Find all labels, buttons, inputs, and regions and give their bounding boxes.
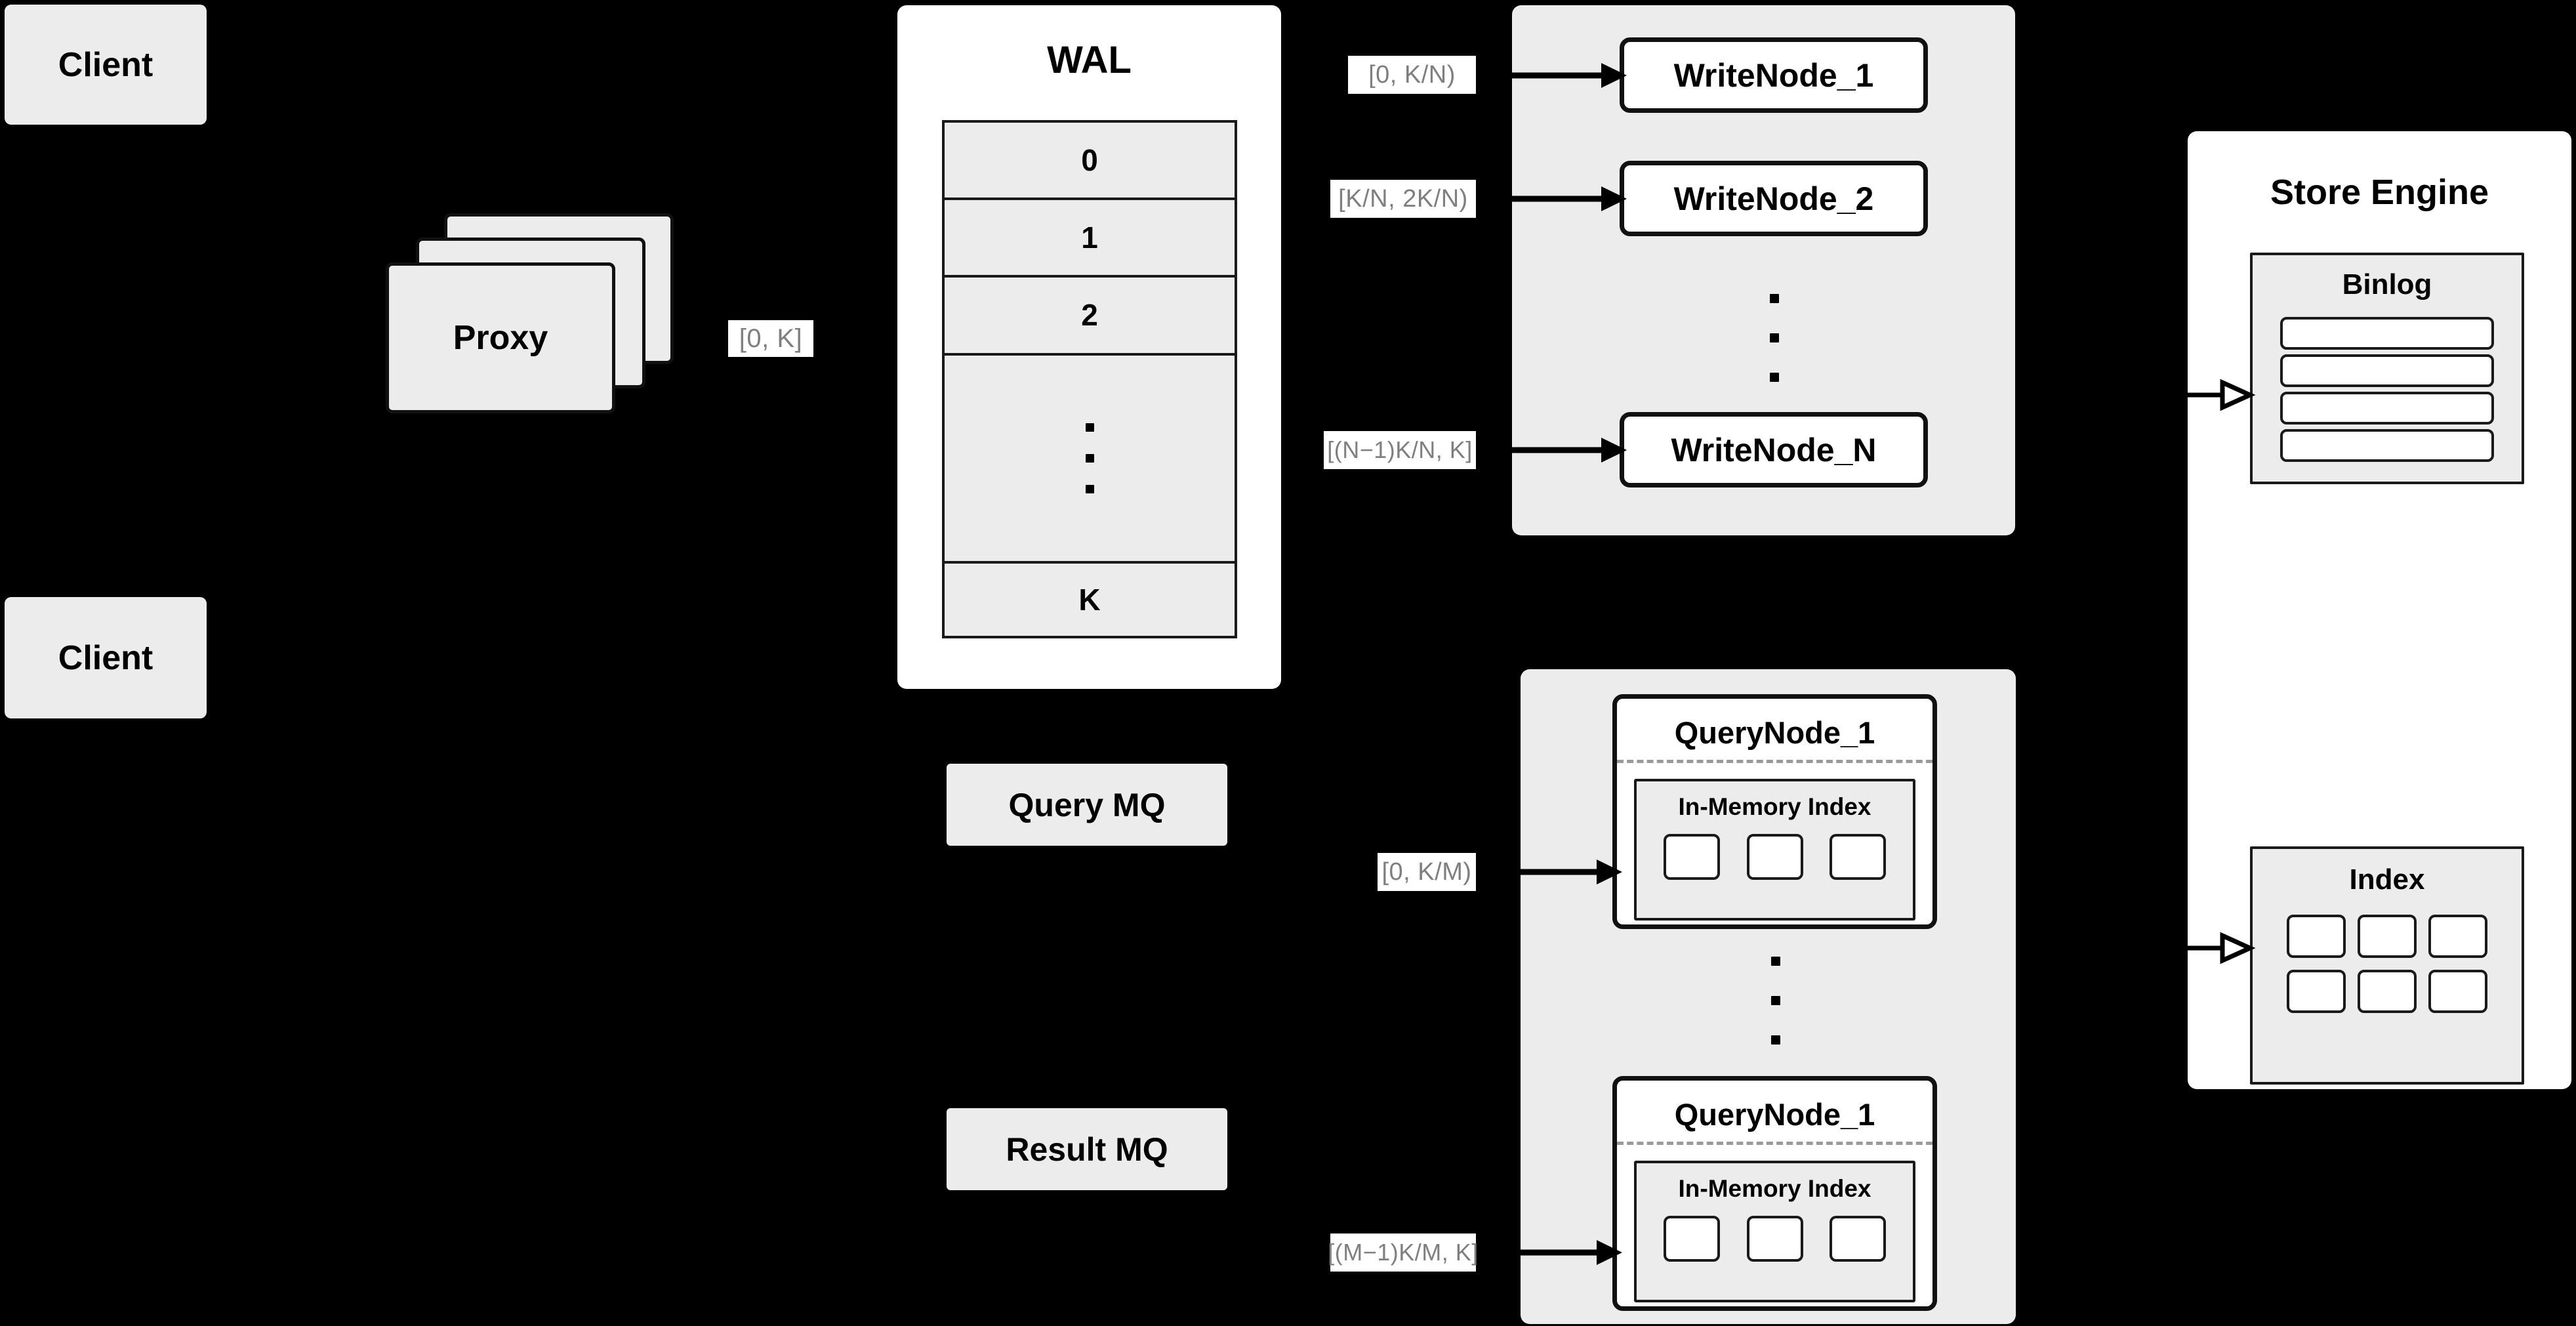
query-mq-box[interactable]: Query MQ <box>947 764 1227 846</box>
query-node-1-index-slot-1[interactable] <box>1663 834 1720 880</box>
wal-vertical-ellipsis-icon <box>1085 412 1094 505</box>
wal-row-ellipsis <box>945 355 1235 564</box>
write-node-1-box[interactable]: WriteNode_1 <box>1620 37 1928 113</box>
store-index-cell-2[interactable] <box>2358 915 2417 958</box>
query-node-2-title: QueryNode_1 <box>1674 1097 1875 1132</box>
store-index-cell-5[interactable] <box>2358 970 2417 1013</box>
query-node-1-index-slot-3[interactable] <box>1830 834 1887 880</box>
wal-entry-range-label: [0, K] <box>728 320 813 357</box>
wal-row-k[interactable]: K <box>945 563 1235 636</box>
write-node-n-range-label: [(N−1)K/N, K] <box>1324 431 1476 469</box>
query-node-1-in-memory-index: In-Memory Index <box>1634 779 1915 921</box>
query-node-2-divider <box>1617 1142 1932 1145</box>
write-node-2-box[interactable]: WriteNode_2 <box>1620 161 1928 236</box>
query-node-1-range-label: [0, K/M) <box>1378 853 1476 891</box>
query-node-1-index-title: In-Memory Index <box>1678 793 1871 820</box>
wal-row-1[interactable]: 1 <box>945 200 1235 278</box>
query-node-2-box[interactable]: QueryNode_1 In-Memory Index <box>1612 1076 1937 1311</box>
binlog-title: Binlog <box>2342 268 2432 300</box>
client-label-1: Client <box>58 45 153 84</box>
write-node-n-arrow <box>1512 438 1627 463</box>
store-engine-title: Store Engine <box>2270 173 2489 212</box>
proxy-box[interactable]: Proxy <box>386 262 615 413</box>
binlog-group: Binlog <box>2250 253 2524 484</box>
result-mq-label: Result MQ <box>1006 1130 1168 1168</box>
query-mq-label: Query MQ <box>1008 786 1166 823</box>
query-node-2-range-label: [(M−1)K/M, K] <box>1328 1233 1478 1272</box>
proxy-label: Proxy <box>453 319 548 357</box>
store-index-cell-4[interactable] <box>2287 970 2346 1013</box>
wal-row-2[interactable]: 2 <box>945 278 1235 356</box>
client-box-2[interactable]: Client <box>5 597 207 718</box>
write-node-2-arrow <box>1512 186 1627 211</box>
store-index-group: Index <box>2250 846 2524 1085</box>
store-index-title: Index <box>2349 863 2425 896</box>
query-node-2-index-slot-1[interactable] <box>1663 1216 1720 1262</box>
store-index-cell-6[interactable] <box>2428 970 2487 1013</box>
wal-title: WAL <box>1047 39 1132 81</box>
write-cluster-vertical-ellipsis-icon <box>1765 279 1784 397</box>
query-node-1-title: QueryNode_1 <box>1674 715 1875 750</box>
binlog-segment-1[interactable] <box>2280 317 2494 350</box>
wal-entry-table: 0 1 2 K <box>942 120 1237 638</box>
client-label-2: Client <box>58 638 153 677</box>
query-node-1-box[interactable]: QueryNode_1 In-Memory Index <box>1612 694 1937 929</box>
wal-panel: WAL 0 1 2 K <box>897 5 1281 689</box>
binlog-segment-3[interactable] <box>2280 392 2494 425</box>
write-node-2-label: WriteNode_2 <box>1673 180 1874 217</box>
write-node-1-range-label: [0, K/N) <box>1348 56 1476 94</box>
query-node-2-index-title: In-Memory Index <box>1678 1175 1871 1202</box>
wal-row-0[interactable]: 0 <box>945 123 1235 201</box>
store-engine-panel: Store Engine Binlog Index <box>2188 131 2571 1089</box>
write-node-1-arrow <box>1512 63 1627 88</box>
query-node-2-arrow <box>1521 1240 1622 1265</box>
write-node-1-label: WriteNode_1 <box>1673 56 1874 94</box>
store-index-cell-3[interactable] <box>2428 915 2487 958</box>
result-mq-box[interactable]: Result MQ <box>947 1108 1227 1190</box>
write-node-n-label: WriteNode_N <box>1671 431 1877 468</box>
binlog-segment-4[interactable] <box>2280 429 2494 462</box>
binlog-inbound-hollow-arrow-icon <box>2184 379 2256 411</box>
query-node-2-index-slot-3[interactable] <box>1830 1216 1887 1262</box>
query-node-1-divider <box>1617 760 1932 763</box>
binlog-segment-2[interactable] <box>2280 354 2494 387</box>
query-node-1-index-slot-2[interactable] <box>1746 834 1803 880</box>
write-node-n-box[interactable]: WriteNode_N <box>1620 412 1928 487</box>
query-node-1-arrow <box>1521 860 1622 884</box>
store-index-inbound-hollow-arrow-icon <box>2184 932 2256 964</box>
query-node-2-index-slot-2[interactable] <box>1746 1216 1803 1262</box>
query-node-2-in-memory-index: In-Memory Index <box>1634 1161 1915 1302</box>
client-box-1[interactable]: Client <box>5 5 207 125</box>
store-index-cell-1[interactable] <box>2287 915 2346 958</box>
write-node-2-range-label: [K/N, 2K/N) <box>1330 180 1476 218</box>
query-cluster-vertical-ellipsis-icon <box>1766 942 1786 1060</box>
